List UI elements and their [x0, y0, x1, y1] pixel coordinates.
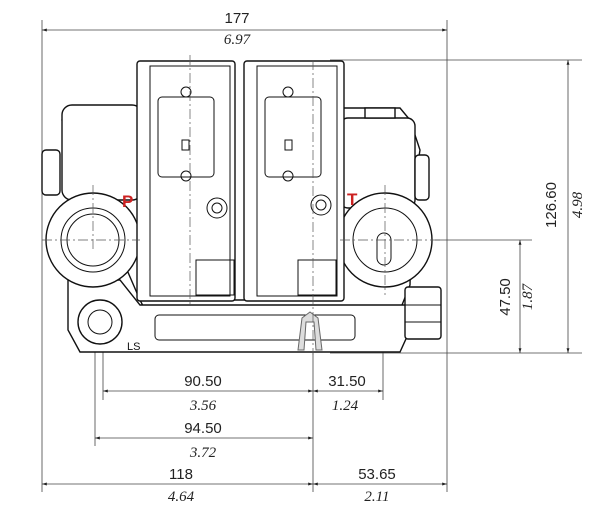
solenoid-left — [136, 60, 236, 302]
dim-left-center-mm: 118 — [169, 466, 193, 483]
dim-overall-width-mm: 177 — [224, 10, 249, 27]
dim-port-height-in: 1.87 — [520, 282, 536, 310]
solenoid-right — [243, 60, 345, 302]
dim-left-center-in: 4.64 — [168, 489, 195, 505]
dim-center-t-in: 1.24 — [332, 398, 359, 414]
dim-ls-center-in: 3.56 — [189, 398, 217, 414]
center-lines — [42, 55, 440, 355]
p-port-label: P — [122, 192, 133, 211]
dim-center-t-mm: 31.50 — [328, 373, 366, 390]
ls-port — [77, 299, 123, 345]
dim-ls-center-mm: 90.50 — [184, 373, 222, 390]
dimension-lines — [42, 28, 570, 486]
dim-center-right-mm: 53.65 — [358, 466, 396, 483]
ls-port-label: LS — [127, 341, 140, 353]
dimension-labels: 177 6.97 126.60 4.98 47.50 1.87 90.50 3.… — [168, 10, 586, 505]
t-port-label: T — [347, 190, 358, 209]
dim-p-center-mm: 94.50 — [184, 420, 222, 437]
dim-p-center-in: 3.72 — [189, 445, 217, 461]
dim-overall-height-in: 4.98 — [570, 191, 586, 218]
dim-overall-width-in: 6.97 — [224, 32, 252, 48]
valve-body: P T LS — [41, 60, 442, 353]
dim-port-height-mm: 47.50 — [497, 278, 514, 316]
ls-adjuster — [297, 311, 323, 351]
dim-overall-height-mm: 126.60 — [543, 182, 560, 228]
dim-center-right-in: 2.11 — [364, 489, 389, 505]
